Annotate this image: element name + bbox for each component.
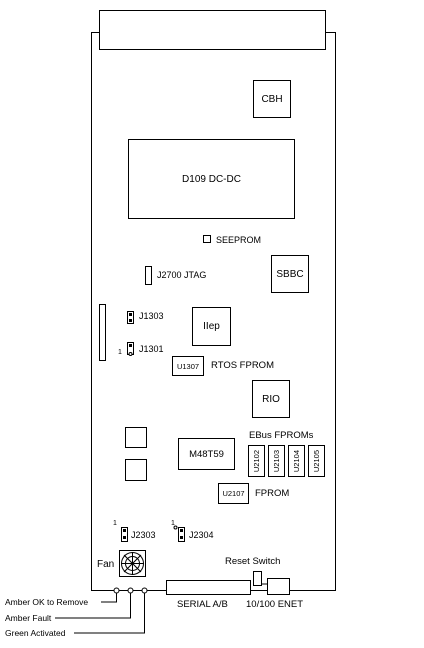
- u2107-chip: U2107: [218, 483, 249, 504]
- cbh-label: CBH: [261, 93, 283, 105]
- fprom-label: FPROM: [255, 488, 290, 499]
- top-connector: [99, 10, 326, 50]
- iiep-chip: IIep: [192, 307, 231, 346]
- j1301-pin-label: 1: [118, 349, 122, 356]
- sbbc-label: SBBC: [276, 268, 304, 280]
- amber-ok-to-remove-label: Amber OK to Remove: [5, 597, 89, 607]
- led-amber-ok: [113, 587, 120, 594]
- seeprom-chip: [203, 235, 211, 243]
- sbbc-chip: SBBC: [271, 255, 309, 293]
- u2102-label: U2102: [251, 449, 261, 473]
- j2303-label: J2303: [131, 530, 156, 540]
- rio-chip: RIO: [252, 380, 290, 418]
- leader-green-activated: [74, 593, 145, 634]
- u2104-chip: U2104: [288, 445, 305, 477]
- ebus-fproms-label: EBus FPROMs: [249, 430, 314, 441]
- u2103-label: U2103: [271, 449, 281, 473]
- j2304-jumper: [178, 527, 185, 542]
- u2103-chip: U2103: [268, 445, 285, 477]
- j2304-pin-label: 1: [171, 520, 175, 527]
- seeprom-label: SEEPROM: [216, 235, 262, 245]
- u2107-label: U2107: [222, 489, 245, 498]
- iiep-label: IIep: [203, 321, 220, 332]
- m48t59-chip: M48T59: [178, 438, 235, 470]
- j1301-label: J1301: [139, 344, 164, 354]
- j2303-jumper: [121, 527, 128, 542]
- j1303-label: J1303: [139, 311, 164, 321]
- cbh-chip: CBH: [253, 80, 291, 118]
- led-green-activated: [141, 587, 148, 594]
- led-amber-fault: [127, 587, 134, 594]
- serial-ab-label: SERIAL A/B: [177, 599, 228, 610]
- left-header: [99, 304, 106, 361]
- serial-connector: [166, 580, 251, 595]
- enet-label: 10/100 ENET: [246, 599, 304, 610]
- blank-chip-1: [125, 427, 147, 448]
- fan-label: Fan: [97, 559, 115, 570]
- u2105-chip: U2105: [308, 445, 325, 477]
- u2105-label: U2105: [311, 449, 321, 473]
- d109-label: D109 DC-DC: [182, 173, 241, 185]
- leader-amber-fault: [55, 593, 131, 619]
- reset-switch: [253, 571, 262, 586]
- u2104-label: U2104: [291, 449, 301, 473]
- j2304-label: J2304: [189, 530, 214, 540]
- j1303-jumper: [127, 311, 134, 324]
- u1307-chip: U1307: [172, 356, 204, 376]
- fan-icon: [119, 550, 146, 577]
- rio-label: RIO: [262, 393, 280, 405]
- j2700-label: J2700 JTAG: [157, 270, 207, 280]
- enet-connector: [267, 578, 290, 595]
- m48t59-label: M48T59: [189, 448, 224, 460]
- j2303-pin-label: 1: [113, 520, 117, 527]
- rtos-fprom-label: RTOS FPROM: [211, 360, 274, 371]
- u2102-chip: U2102: [248, 445, 265, 477]
- reset-switch-label: Reset Switch: [225, 556, 281, 567]
- j2700-jtag-connector: [145, 266, 152, 285]
- green-activated-label: Green Activated: [5, 628, 66, 638]
- amber-fault-label: Amber Fault: [5, 613, 52, 623]
- d109-dcdc-module: D109 DC-DC: [128, 139, 295, 219]
- leader-amber-ok: [101, 593, 117, 603]
- blank-chip-2: [125, 459, 147, 481]
- u1307-label: U1307: [176, 361, 200, 371]
